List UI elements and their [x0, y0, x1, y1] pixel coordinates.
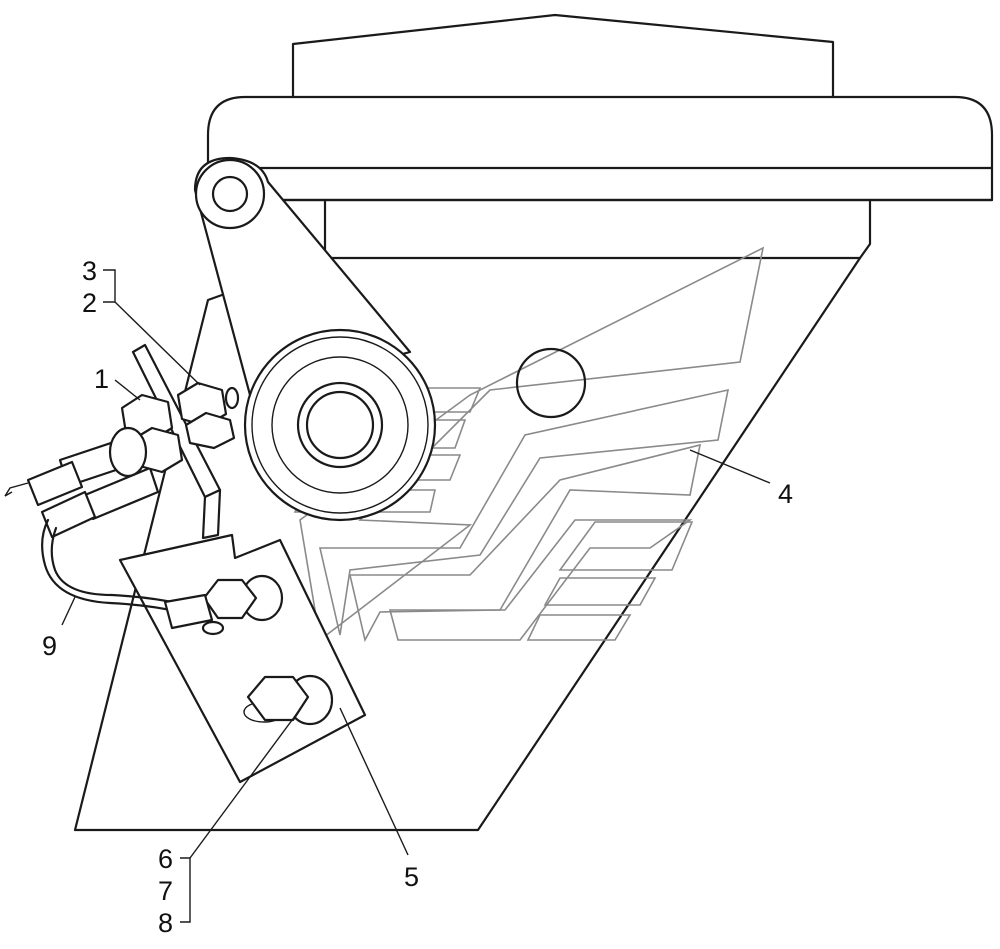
switch-bracket — [131, 343, 222, 540]
leader-lines — [61, 269, 771, 923]
callout-5: 5 — [404, 862, 419, 892]
callout-7: 7 — [158, 876, 173, 906]
callout-6: 6 — [158, 844, 173, 874]
mounting-plate — [118, 533, 367, 784]
wire-harness — [4, 460, 214, 630]
top-cap — [206, 13, 994, 202]
callout-3: 3 — [82, 256, 97, 286]
callout-8: 8 — [158, 908, 173, 938]
callout-2: 2 — [82, 288, 97, 318]
housing-body — [73, 198, 872, 832]
cam-roller — [243, 328, 437, 522]
callout-4: 4 — [778, 479, 793, 509]
side-boss — [515, 347, 587, 419]
callout-labels: 3 2 1 4 9 6 7 8 5 — [42, 256, 793, 938]
callout-9: 9 — [42, 631, 57, 661]
callout-1: 1 — [94, 364, 109, 394]
